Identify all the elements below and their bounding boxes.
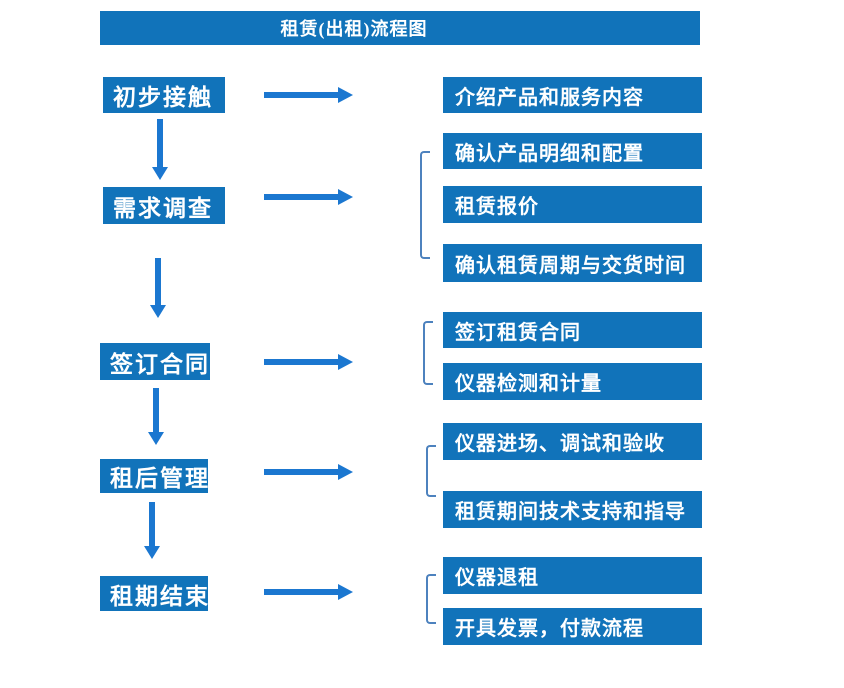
detail-box-sign-rental-contract: 签订租赁合同 — [443, 312, 702, 348]
detail-label: 租赁报价 — [455, 196, 539, 218]
detail-box-introduce-products: 介绍产品和服务内容 — [443, 77, 702, 113]
right-arrow-3 — [264, 354, 353, 370]
detail-label: 确认租赁周期与交货时间 — [455, 254, 686, 277]
detail-label: 确认产品明细和配置 — [455, 142, 644, 165]
title-bar: 租赁(出租)流程图 — [100, 11, 700, 45]
down-arrow-2 — [150, 258, 166, 318]
step-label: 租期结束 — [110, 583, 210, 609]
down-arrow-3 — [148, 388, 164, 445]
step-label: 租后管理 — [110, 466, 210, 491]
detail-label: 签订租赁合同 — [455, 321, 581, 344]
detail-box-confirm-rental-period: 确认租赁周期与交货时间 — [443, 244, 702, 282]
group-bracket-rental-end — [426, 574, 436, 624]
down-arrow-4 — [144, 502, 160, 559]
detail-box-instrument-return: 仪器退租 — [443, 557, 702, 594]
step-label: 初步接触 — [113, 85, 213, 110]
right-arrow-1 — [264, 87, 353, 103]
detail-box-confirm-product-details: 确认产品明细和配置 — [443, 133, 702, 169]
step-label: 需求调查 — [113, 195, 213, 221]
step-box-post-rental-management: 租后管理 — [100, 459, 208, 493]
detail-label: 仪器检测和计量 — [455, 373, 602, 395]
detail-label: 仪器退租 — [455, 567, 539, 589]
step-box-rental-end: 租期结束 — [100, 576, 208, 611]
down-arrow-1 — [152, 119, 168, 180]
group-bracket-sign-contract — [423, 321, 433, 385]
step-box-initial-contact: 初步接触 — [103, 77, 225, 113]
page-title: 租赁(出租)流程图 — [280, 19, 428, 39]
detail-box-instrument-inspection: 仪器检测和计量 — [443, 363, 702, 400]
group-bracket-demand-survey — [420, 151, 430, 259]
step-box-sign-contract: 签订合同 — [100, 343, 210, 380]
detail-box-rental-quote: 租赁报价 — [443, 186, 702, 223]
group-bracket-post-rental — [426, 445, 436, 497]
detail-label: 仪器进场、调试和验收 — [455, 433, 665, 455]
detail-box-tech-support: 租赁期间技术支持和指导 — [443, 491, 702, 528]
detail-label: 租赁期间技术支持和指导 — [455, 501, 686, 523]
step-box-demand-survey: 需求调查 — [103, 187, 225, 224]
step-label: 签订合同 — [110, 351, 210, 377]
detail-label: 介绍产品和服务内容 — [455, 86, 644, 109]
detail-label: 开具发票，付款流程 — [455, 618, 644, 640]
right-arrow-2 — [264, 189, 353, 205]
detail-box-invoice-payment: 开具发票，付款流程 — [443, 608, 702, 645]
right-arrow-5 — [264, 584, 353, 600]
right-arrow-4 — [264, 464, 353, 480]
detail-box-instrument-setup-acceptance: 仪器进场、调试和验收 — [443, 423, 702, 460]
